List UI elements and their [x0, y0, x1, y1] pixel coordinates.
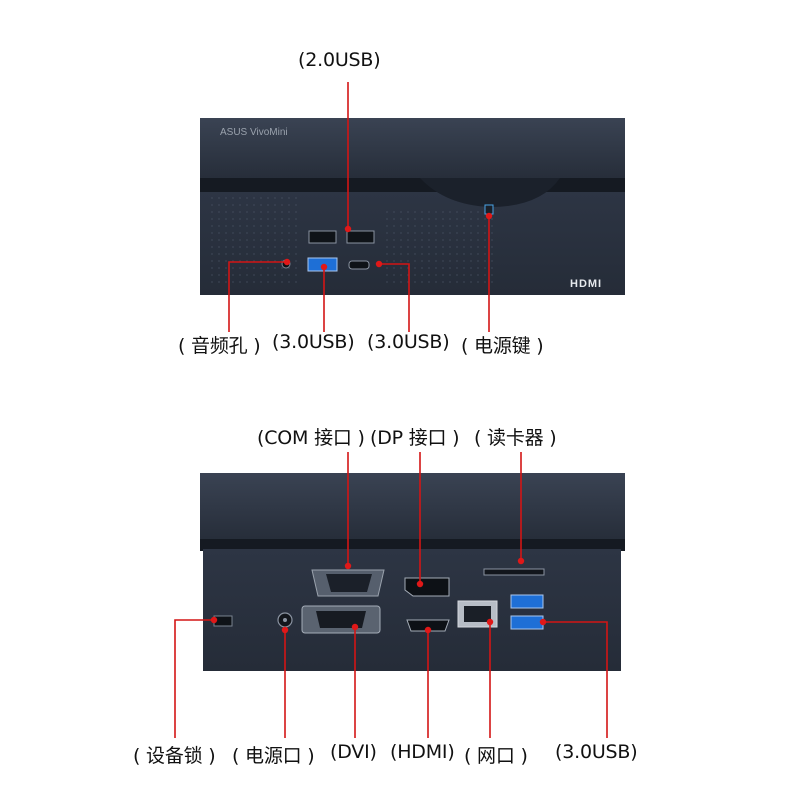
label-usb30-b: (3.0USB) [367, 331, 450, 353]
usb20-port-right [346, 230, 375, 244]
label-usb30-a: (3.0USB) [272, 331, 355, 353]
hdmi-logo: HDMI [570, 278, 603, 290]
label-card-reader: ( 读卡器 ) [474, 427, 557, 449]
front-bezel-curve [420, 178, 560, 207]
power-button [484, 204, 494, 215]
callout-usb30-b [379, 263, 410, 332]
label-usb20: (2.0USB) [298, 49, 381, 71]
label-usb30-rear: (3.0USB) [555, 741, 638, 763]
callout-lock [174, 619, 214, 738]
rear-panel [203, 549, 621, 671]
label-power-port: ( 电源口 ) [232, 745, 315, 767]
callout-lines [174, 82, 608, 738]
label-dp: (DP 接口 ) [370, 427, 460, 449]
label-lock: ( 设备锁 ) [133, 745, 216, 767]
label-lan: ( 网口 ) [464, 745, 528, 767]
label-power-button: ( 电源键 ) [461, 335, 544, 357]
rear-device [200, 473, 625, 671]
usb20-port-left [308, 230, 337, 244]
callout-dots [210, 212, 547, 634]
front-device [200, 118, 625, 295]
rear-usb30-bottom [510, 615, 544, 630]
label-com: (COM 接口 ) [257, 427, 365, 449]
rear-usb30-top [510, 594, 544, 609]
label-dvi: (DVI) [330, 741, 377, 763]
brand-wordmark: ASUS VivoMini [220, 127, 288, 138]
callout-usb30-rear [543, 621, 608, 738]
card-reader-slot [483, 568, 545, 576]
usb30-port-small [348, 260, 370, 270]
label-audio: ( 音频孔 ) [178, 335, 261, 357]
callout-audio [228, 261, 286, 332]
label-hdmi: (HDMI) [390, 741, 455, 763]
rear-top-cover [200, 473, 625, 541]
dp-port [404, 577, 450, 597]
hdmi-port [406, 619, 450, 632]
front-top-cover [200, 118, 625, 180]
